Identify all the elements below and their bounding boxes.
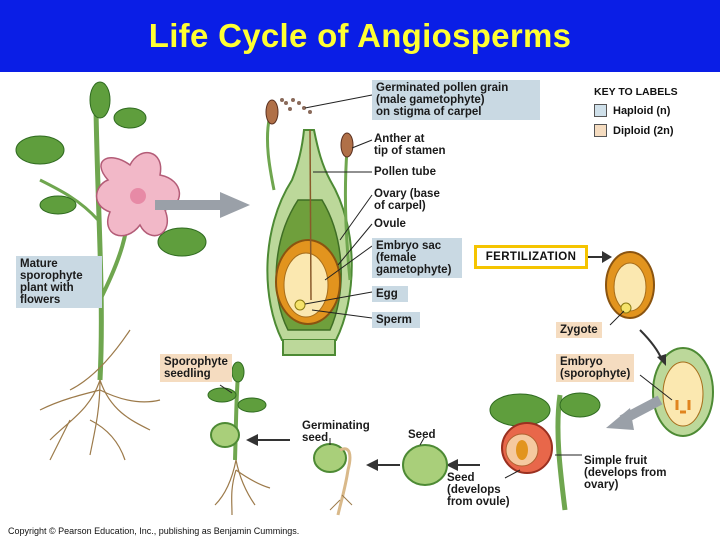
- label-zygote: Zygote: [556, 322, 602, 338]
- label-seed-develops: Seed (develops from ovule): [447, 472, 510, 508]
- label-embryo-sac: Embryo sac (female gametophyte): [372, 238, 462, 278]
- diploid-swatch: [594, 124, 607, 137]
- mature-sporophyte-plant: [15, 81, 250, 461]
- label-seedling: Sporophyte seedling: [160, 354, 232, 382]
- fertilization-box: FERTILIZATION: [474, 245, 588, 269]
- key-title: KEY TO LABELS: [594, 86, 678, 98]
- copyright-text: Copyright © Pearson Education, Inc., pub…: [8, 526, 300, 536]
- carpel-diagram: [265, 94, 373, 356]
- key-haploid: Haploid (n): [594, 104, 670, 117]
- label-egg: Egg: [372, 286, 408, 302]
- label-ovary: Ovary (base of carpel): [374, 188, 440, 212]
- label-germinating-seed: Germinating seed: [302, 420, 370, 444]
- seed: [366, 437, 480, 486]
- sporophyte-seedling: [207, 361, 290, 516]
- label-ovule: Ovule: [374, 218, 406, 230]
- diploid-label: Diploid (2n): [613, 124, 674, 137]
- label-embryo: Embryo (sporophyte): [556, 354, 635, 382]
- label-sperm: Sperm: [372, 312, 420, 328]
- zygote-ovule: [588, 251, 655, 326]
- embryo-ovule: [606, 329, 714, 437]
- title-bar: Life Cycle of Angiosperms: [0, 0, 720, 72]
- key-diploid: Diploid (2n): [594, 124, 674, 137]
- page-title: Life Cycle of Angiosperms: [148, 17, 572, 54]
- simple-fruit: [489, 392, 601, 511]
- label-pollen-grain: Germinated pollen grain (male gametophyt…: [372, 80, 540, 120]
- germinating-seed: [313, 438, 353, 516]
- label-simple-fruit: Simple fruit (develops from ovary): [584, 455, 667, 491]
- haploid-label: Haploid (n): [613, 104, 671, 117]
- label-mature-sporophyte: Mature sporophyte plant with flowers: [16, 256, 102, 308]
- haploid-swatch: [594, 104, 607, 117]
- label-seed: Seed: [408, 429, 436, 441]
- label-anther: Anther at tip of stamen: [374, 133, 446, 157]
- label-pollen-tube: Pollen tube: [374, 166, 436, 178]
